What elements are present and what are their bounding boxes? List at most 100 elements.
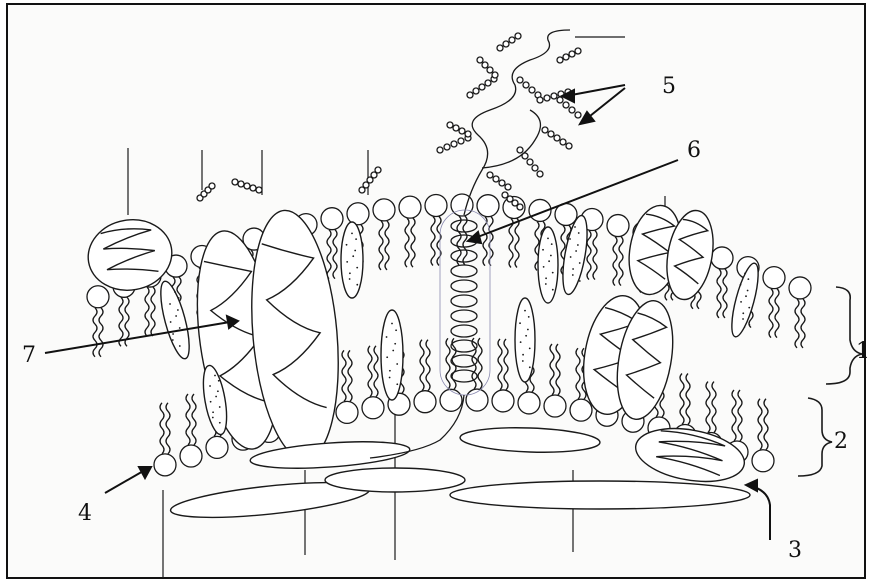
granule bbox=[520, 341, 522, 343]
lipid-tail bbox=[680, 373, 684, 424]
granule bbox=[356, 284, 358, 286]
sugar-bead bbox=[232, 179, 238, 185]
granule bbox=[522, 360, 524, 362]
organelle bbox=[249, 437, 410, 472]
sugar-bead bbox=[458, 138, 464, 144]
sugar-bead bbox=[492, 72, 498, 78]
sugar-bead bbox=[527, 159, 533, 165]
granule bbox=[219, 422, 221, 424]
lipid-tail bbox=[758, 399, 762, 450]
lipid-head bbox=[399, 196, 421, 218]
sugar-bead bbox=[532, 165, 538, 171]
sugar-bead bbox=[523, 82, 529, 88]
granule bbox=[748, 324, 750, 326]
sugar-bead bbox=[437, 147, 443, 153]
lipid-head bbox=[347, 203, 369, 225]
lipid-tail bbox=[498, 339, 502, 390]
sugar-bead bbox=[499, 180, 505, 186]
lipid-tail bbox=[593, 231, 597, 280]
sugar-bead bbox=[453, 125, 459, 131]
sugar-bead bbox=[209, 183, 215, 189]
lipid-tail bbox=[619, 237, 623, 286]
lipid-head bbox=[477, 195, 499, 217]
lipid-tail bbox=[431, 216, 435, 265]
sugar-bead bbox=[554, 135, 560, 141]
sugar-bead bbox=[493, 176, 499, 182]
lipid-tail bbox=[166, 403, 170, 454]
sugar-bead bbox=[256, 187, 262, 193]
granule bbox=[542, 249, 544, 251]
granule bbox=[346, 244, 348, 246]
sugar-bead bbox=[238, 181, 244, 187]
granule bbox=[552, 272, 554, 274]
granule bbox=[212, 417, 214, 419]
granule bbox=[356, 267, 358, 269]
granule bbox=[578, 232, 580, 234]
organelles bbox=[83, 201, 764, 524]
granule bbox=[740, 284, 742, 286]
granule bbox=[396, 383, 398, 385]
sugar-bead bbox=[557, 97, 563, 103]
sugar-bead bbox=[465, 131, 471, 137]
lipid-tail bbox=[457, 216, 461, 265]
sugar-bead bbox=[485, 80, 491, 86]
granule bbox=[170, 321, 172, 323]
sugar-bead bbox=[522, 153, 528, 159]
lipid-tail bbox=[769, 289, 773, 338]
granule bbox=[747, 290, 749, 292]
lipid-tail bbox=[342, 350, 346, 401]
sugar-bead bbox=[537, 171, 543, 177]
lipid-tail bbox=[405, 218, 409, 267]
granule bbox=[215, 396, 217, 398]
lipid-tail bbox=[385, 221, 389, 270]
granule bbox=[218, 380, 220, 382]
lipid-tail bbox=[738, 390, 742, 441]
lipid-tail bbox=[483, 217, 487, 266]
sugar-bead bbox=[447, 122, 453, 128]
lipid-head bbox=[570, 399, 592, 421]
granule bbox=[389, 377, 391, 379]
sugar-bead bbox=[569, 107, 575, 113]
lipid-tail bbox=[504, 339, 508, 390]
sugar-bead bbox=[569, 51, 575, 57]
lipid-tail bbox=[732, 390, 736, 441]
granule bbox=[740, 301, 742, 303]
lipid-head bbox=[763, 267, 785, 289]
granule bbox=[178, 297, 180, 299]
helix-turn bbox=[451, 325, 477, 337]
granule bbox=[351, 233, 353, 235]
granule bbox=[392, 350, 394, 352]
granule bbox=[349, 278, 351, 280]
lipid-tail bbox=[420, 340, 424, 391]
lipid-tail bbox=[723, 269, 727, 318]
label-two: 2 bbox=[834, 431, 848, 453]
granule bbox=[386, 356, 388, 358]
sugar-bead bbox=[444, 144, 450, 150]
lipid-tail bbox=[801, 299, 805, 348]
granule bbox=[210, 401, 212, 403]
sugar-bead bbox=[566, 143, 572, 149]
lipid-tail bbox=[426, 340, 430, 391]
sugar-bead bbox=[375, 167, 381, 173]
sugar-bead bbox=[482, 62, 488, 68]
granule bbox=[525, 335, 527, 337]
sugar-bead bbox=[537, 97, 543, 103]
lipid-tail bbox=[576, 348, 580, 399]
helix-turn bbox=[451, 280, 477, 292]
region-brackets bbox=[798, 287, 862, 476]
granule bbox=[355, 238, 357, 240]
label-six: 6 bbox=[687, 140, 701, 162]
sugar-bead bbox=[503, 41, 509, 47]
sugar-bead bbox=[467, 92, 473, 98]
lipid-tail bbox=[333, 230, 337, 279]
sugar-bead bbox=[487, 172, 493, 178]
granule bbox=[179, 327, 181, 329]
sugar-bead bbox=[551, 93, 557, 99]
lipid-tail bbox=[186, 394, 190, 445]
granule bbox=[550, 255, 552, 257]
granule bbox=[214, 375, 216, 377]
granule bbox=[577, 244, 579, 246]
sugar-bead bbox=[575, 48, 581, 54]
lipid-tail bbox=[795, 299, 799, 348]
lipid-tail bbox=[411, 218, 415, 267]
